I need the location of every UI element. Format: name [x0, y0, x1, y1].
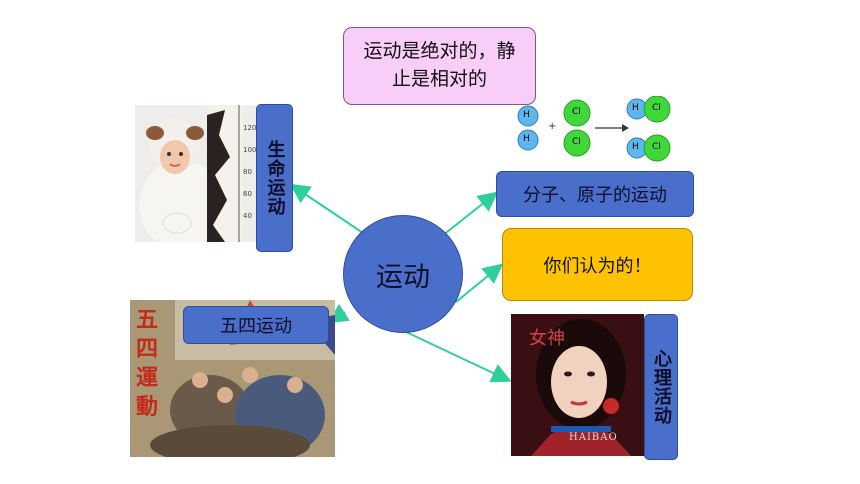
ruler-tick: 60 [243, 190, 252, 198]
atom-label: H [632, 103, 639, 113]
branch-may-fourth-label: 五四运动 [220, 316, 292, 337]
portrait-image: 女神 HAIBAO [511, 314, 644, 456]
portrait-caption-bottom: HAIBAO [569, 432, 618, 443]
callout-absolute-motion: 运动是绝对的，静 止是相对的 [343, 27, 536, 105]
arrow-to-opinion [455, 263, 504, 303]
arrow-to-molecule [441, 191, 499, 237]
branch-life-label: 生命运动 [264, 140, 286, 216]
branch-mind-activity: 心理活动 [644, 314, 678, 460]
atom-label: H [632, 142, 639, 152]
center-node-label: 运动 [376, 261, 430, 293]
ruler-tick: 120 [243, 124, 256, 132]
atom-label: Cl [572, 137, 581, 147]
poster-title: 五 四 運 動 [136, 306, 158, 422]
ruler-tick: 80 [243, 168, 252, 176]
reaction-diagram: H H Cl Cl H Cl H Cl + [509, 95, 689, 162]
atom-label: Cl [572, 107, 581, 117]
portrait-illustration [511, 314, 644, 456]
ruler-tick: 40 [243, 212, 252, 220]
branch-opinion-label: 你们认为的！ [543, 255, 652, 277]
callout-line-2: 止是相对的 [391, 68, 487, 90]
atom-label: Cl [652, 103, 661, 113]
atom-label: Cl [652, 142, 661, 152]
poster-title-char: 運 [136, 366, 159, 391]
hcl-reaction-illustration [517, 95, 671, 162]
arrow-to-life [289, 183, 364, 234]
branch-molecule-label: 分子、原子的运动 [523, 185, 667, 206]
center-node-motion: 运动 [343, 215, 463, 333]
portrait-caption-top: 女神 [529, 328, 565, 349]
poster-title-char: 五 [136, 308, 159, 333]
ruler-ticks: 120 100 80 60 40 [243, 117, 256, 227]
branch-mind-label: 心理活动 [651, 349, 672, 425]
atom-label: H [523, 110, 530, 120]
poster-title-char: 動 [136, 395, 159, 420]
ruler-tick: 100 [243, 146, 256, 154]
child-height-image: 120 100 80 60 40 [135, 105, 256, 242]
child-illustration [135, 105, 256, 242]
branch-opinion: 你们认为的！ [502, 228, 693, 301]
atom-label: H [523, 134, 530, 144]
branch-molecule-motion: 分子、原子的运动 [496, 171, 694, 217]
callout-line-1: 运动是绝对的，静 [363, 40, 516, 62]
branch-may-fourth: 五四运动 [183, 306, 329, 344]
poster-title-char: 四 [136, 337, 159, 362]
arrow-to-mind [405, 331, 512, 383]
branch-life-motion: 生命运动 [256, 104, 293, 252]
plus-sign: + [548, 121, 557, 132]
